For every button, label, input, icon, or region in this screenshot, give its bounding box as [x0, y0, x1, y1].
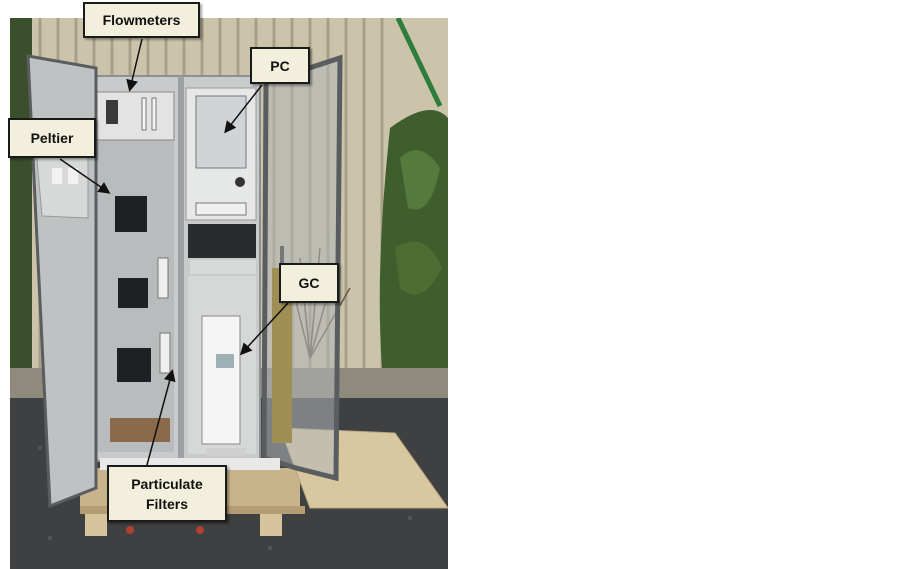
label-peltier: Peltier — [8, 118, 96, 158]
arrow-pc — [224, 84, 263, 134]
cabinet-photo — [10, 18, 448, 569]
arrow-flowmeters — [126, 38, 143, 92]
label-flowmeters: Flowmeters — [83, 2, 200, 38]
arrow-gc — [239, 302, 289, 356]
arrow-particulate-filters — [146, 369, 176, 466]
arrow-peltier — [59, 158, 111, 194]
label-gc: GC — [279, 263, 339, 303]
label-pc: PC — [250, 47, 310, 84]
label-particulate-filters: Particulate Filters — [107, 465, 227, 522]
